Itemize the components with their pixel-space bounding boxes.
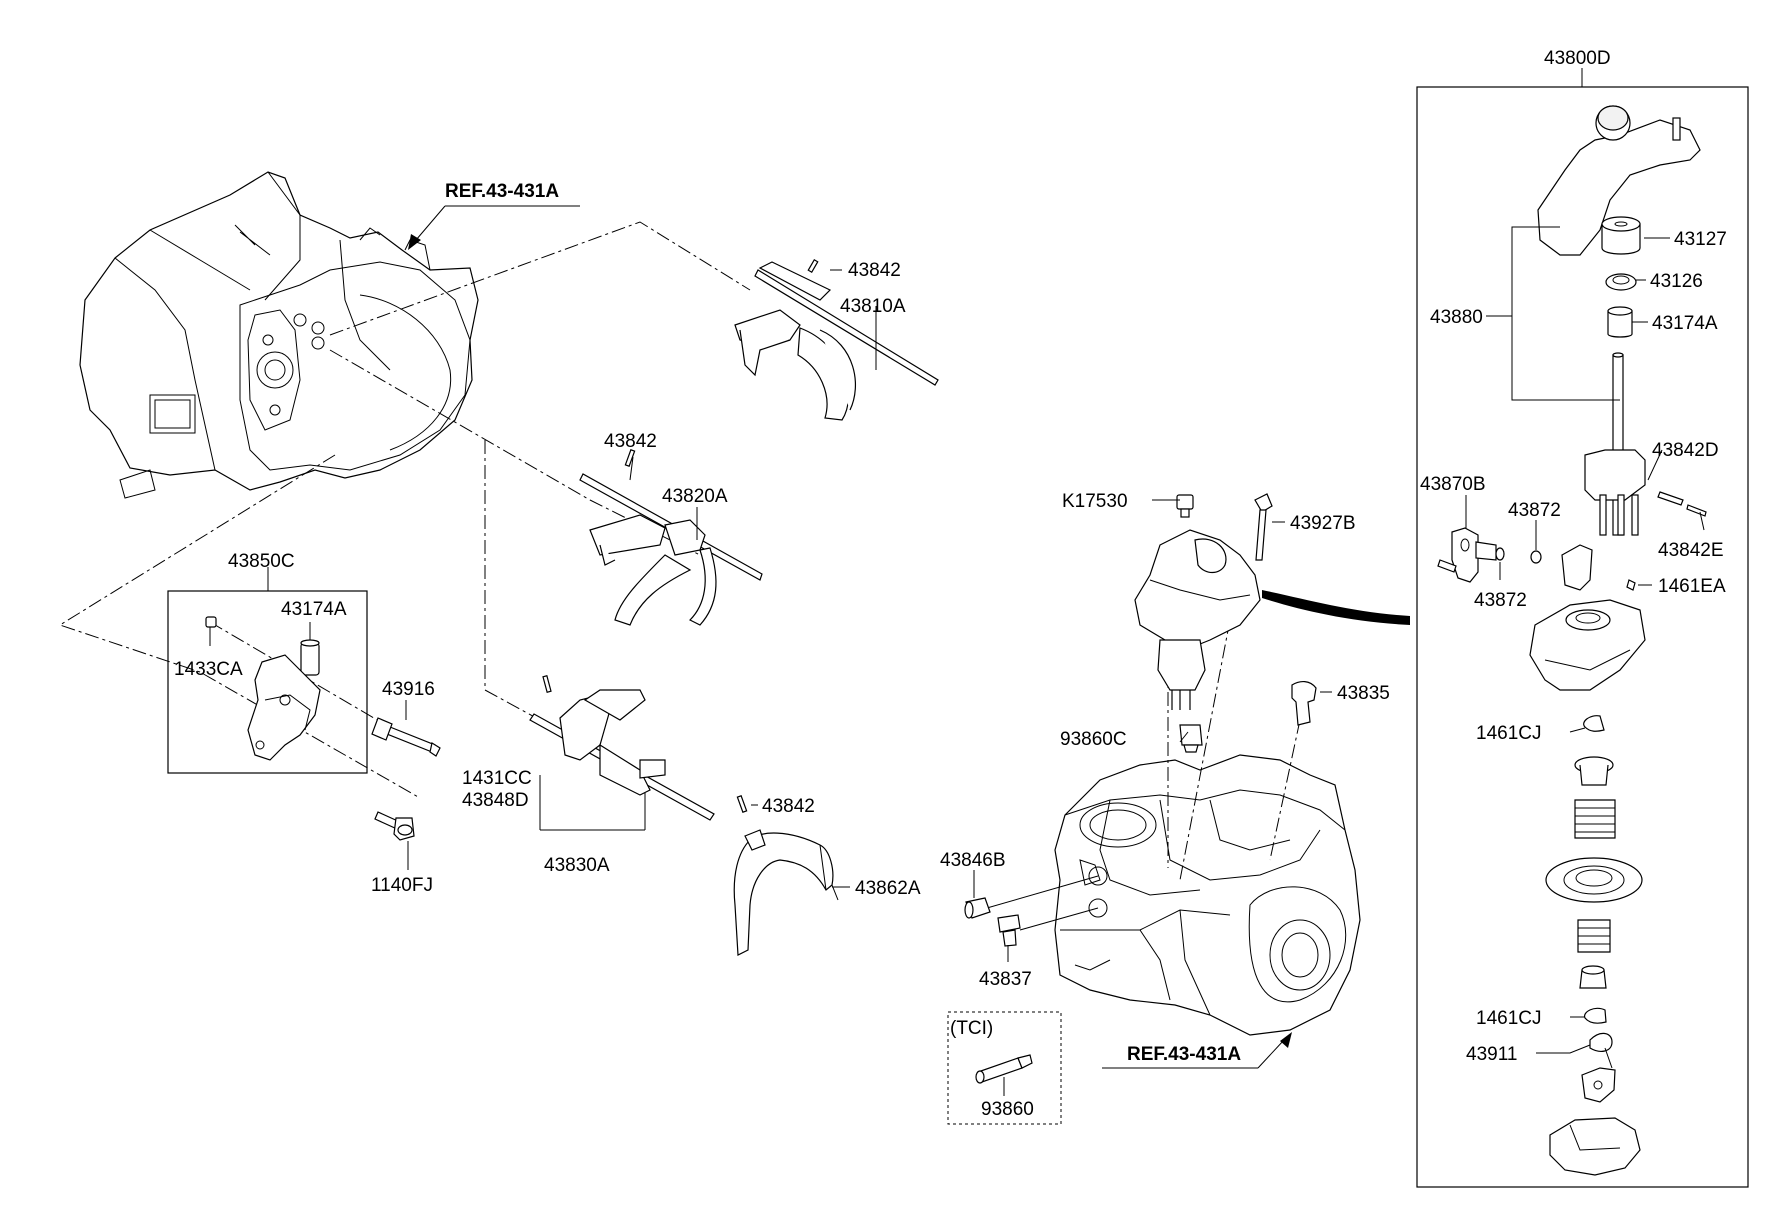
label-1431cc: 1431CC (462, 768, 532, 789)
fork-43862a (733, 829, 839, 956)
ref-top-callout: REF.43-431A (408, 181, 580, 250)
leader-lines (209, 226, 1705, 1096)
label-43126: 43126 (1650, 271, 1703, 292)
label-43848d: 43848D (462, 790, 529, 811)
bolt-1140fj (374, 811, 415, 841)
label-43820a: 43820A (662, 486, 728, 507)
plug-43846b (964, 897, 991, 919)
assembly-43800d (1416, 68, 1749, 1188)
label-43830a: 43830A (544, 855, 610, 876)
shift-rail-43830a (529, 675, 715, 821)
assembly-43850c (167, 590, 368, 774)
label-43810a: 43810A (840, 296, 906, 317)
label-1140fj: 1140FJ (371, 875, 433, 896)
shift-rail-43820a (579, 449, 763, 626)
label-43835: 43835 (1337, 683, 1390, 704)
pin-43842-c (736, 795, 748, 813)
bolt-43916 (371, 717, 441, 757)
ref-top-label: REF.43-431A (445, 181, 559, 202)
label-43837: 43837 (979, 969, 1032, 990)
label-43842e: 43842E (1658, 540, 1724, 561)
label-43872-a: 43872 (1508, 500, 1561, 521)
label-43842-b: 43842 (604, 431, 657, 452)
label-1461cj-a: 1461CJ (1476, 723, 1542, 744)
label-1433ca: 1433CA (174, 659, 243, 680)
label-43927b: 43927B (1290, 513, 1356, 534)
ref-bottom-label: REF.43-431A (1127, 1044, 1241, 1065)
clutch-housing (79, 171, 479, 499)
label-43842-c: 43842 (762, 796, 815, 817)
label-43846b: 43846B (940, 850, 1006, 871)
label-43850c: 43850C (228, 551, 295, 572)
label-43911: 43911 (1466, 1044, 1517, 1065)
label-1461cj-b: 1461CJ (1476, 1008, 1542, 1029)
label-43870b: 43870B (1420, 474, 1486, 495)
label-43872-b: 43872 (1474, 590, 1527, 611)
label-43842d: 43842D (1652, 440, 1719, 461)
ref-bottom-callout: REF.43-431A (1102, 1032, 1292, 1069)
label-43842-a: 43842 (848, 260, 901, 281)
label-43127: 43127 (1674, 229, 1727, 250)
bolt-43837 (997, 914, 1021, 947)
label-1461ea: 1461EA (1658, 576, 1726, 597)
transmission-case (1054, 754, 1361, 1036)
label-43174a: 43174A (281, 599, 347, 620)
label-43862a: 43862A (855, 878, 921, 899)
shift-rail-43810a (734, 258, 939, 421)
shift-control-assembly (1134, 493, 1410, 753)
part-labels: 43800D 43127 43126 43880 43174A 43842D 4… (174, 48, 1727, 1120)
label-43800d: 43800D (1544, 48, 1611, 69)
label-tci: (TCI) (950, 1018, 993, 1039)
label-k17530: K17530 (1062, 491, 1128, 512)
label-43916: 43916 (382, 679, 435, 700)
label-93860: 93860 (981, 1099, 1034, 1120)
label-43174a-top: 43174A (1652, 313, 1718, 334)
label-43880: 43880 (1430, 307, 1483, 328)
label-93860c: 93860C (1060, 729, 1127, 750)
tci-option-box (947, 1011, 1062, 1125)
